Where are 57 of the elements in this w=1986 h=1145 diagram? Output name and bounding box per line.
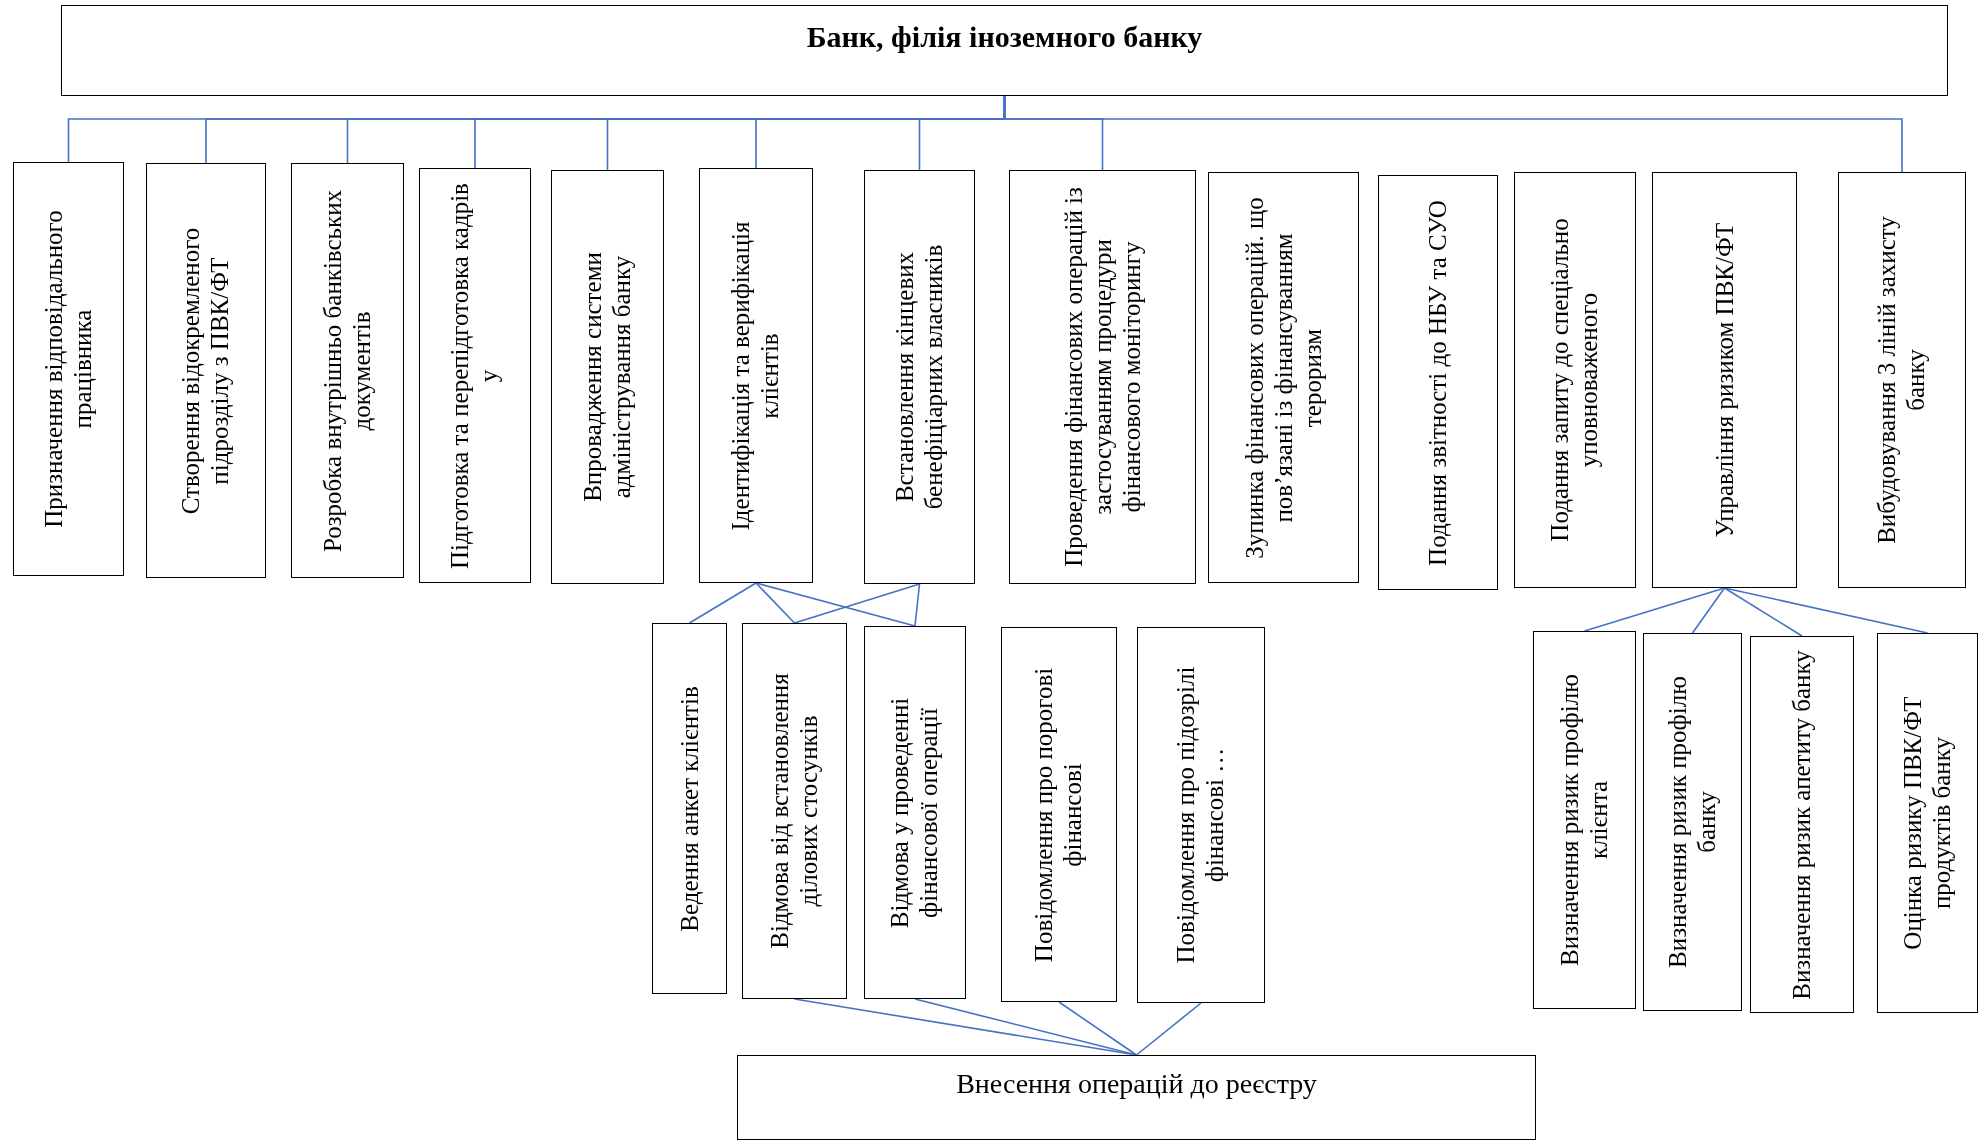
process-box [864, 626, 966, 999]
process-box [742, 623, 847, 999]
box-label: Оцінка ризику ПВК/ФТ продуктів банку [1898, 695, 1956, 952]
box-label: Визначення ризик профілю банку [1663, 675, 1721, 970]
process-box [864, 170, 975, 584]
process-box [1378, 175, 1498, 590]
box-label: Проведення фінансових операцій із застосуванням процедури фінансового моніторингу [1059, 186, 1146, 569]
box-label: Повідомлення про порогові фінансові [1030, 666, 1087, 964]
process-box [1750, 636, 1854, 1013]
connector-line [688, 582, 757, 624]
connector-line [755, 582, 796, 624]
process-box [551, 170, 664, 584]
process-box [652, 623, 727, 994]
box-label: Відмова від встановлення ділових стосунків [765, 672, 823, 951]
box-label: Управління ризиком ПВК/ФТ [1710, 221, 1739, 540]
box-label: Внесення операцій до реєстру [955, 1068, 1318, 1100]
box-label: Повідомлення про підозрілі фінансові … [1172, 665, 1229, 966]
connector-line [1135, 1002, 1202, 1056]
box-label: Подання звітності до НБУ та СУО [1423, 198, 1452, 568]
process-box [699, 168, 813, 583]
process-box [13, 162, 124, 576]
process-box [1652, 172, 1797, 588]
connector-line [1723, 587, 1803, 637]
process-box [146, 163, 266, 578]
connector-line [914, 583, 921, 627]
process-box [1137, 627, 1265, 1003]
box-label: Зупинка фінансових операцій. що пов’язані із фінансуванням тероризм [1240, 195, 1327, 561]
header-box [61, 5, 1948, 96]
process-box [291, 163, 404, 578]
box-label: Ідентифікація та верифікація клієнтів [727, 220, 784, 532]
connector-line [755, 582, 916, 627]
box-label: Визначення ризик апетиту банку [1787, 648, 1816, 1001]
box-label: Розробка внутрішньо банківських документів [318, 188, 376, 554]
process-box [1838, 172, 1966, 588]
heading: Банк, філія іноземного банку [805, 20, 1204, 54]
process-box [1208, 172, 1359, 583]
box-label: Призначення відповідального працівника [39, 209, 97, 530]
process-box [1514, 172, 1636, 588]
process-box [1009, 170, 1196, 584]
connector-line [1691, 587, 1726, 634]
box-label: Підготовка та перепідготовка кадрів у [446, 181, 503, 571]
connector-line [793, 583, 921, 624]
box-label: Встановлення кінцевих бенефіціарних власників [890, 243, 948, 512]
box-label: Впровадження системи адміністрування банку [578, 251, 636, 504]
connector-line [1583, 587, 1726, 632]
box-label: Створення відокремленого підрозділу з ПВК/ФТ [177, 226, 234, 516]
box-label: Ведення анкет клієнтів [675, 684, 704, 934]
process-box [1001, 627, 1117, 1002]
process-box [1533, 631, 1636, 1009]
process-box [1877, 633, 1978, 1013]
box-label: Подання запиту до спеціально уповноваженого [1546, 217, 1603, 544]
process-box [737, 1055, 1536, 1140]
box-label: Вибудовування 3 ліній захисту банку [1873, 215, 1930, 546]
box-label: Визначення ризик профілю клієнта [1555, 673, 1613, 968]
process-box [1643, 633, 1742, 1011]
connector-line [1058, 1001, 1138, 1056]
process-box [419, 168, 531, 583]
